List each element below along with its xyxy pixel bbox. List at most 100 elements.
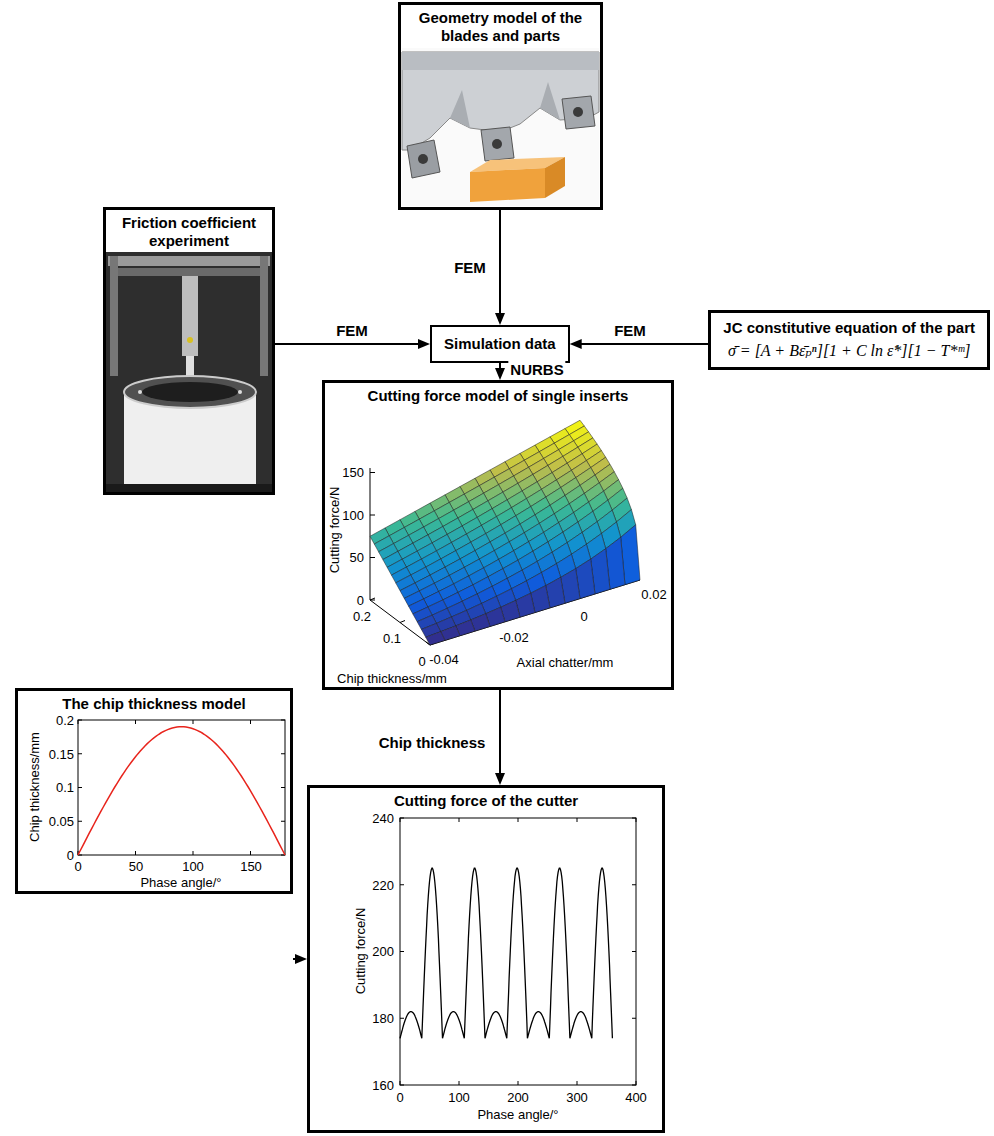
insert-hole	[573, 107, 583, 117]
plot-frame	[78, 720, 285, 855]
machine-frame	[108, 256, 270, 266]
z-axis	[370, 468, 371, 600]
tick	[518, 818, 519, 822]
tick	[281, 821, 285, 822]
tick	[636, 1081, 637, 1085]
tick-label: 220	[372, 878, 394, 893]
edge-label: Chip thickness	[377, 734, 488, 752]
connector	[499, 210, 501, 315]
cutter-shade	[402, 52, 599, 70]
edge-label: FEM	[452, 259, 488, 277]
tick-label: 50	[350, 550, 364, 565]
tick	[281, 720, 285, 721]
tick	[577, 818, 578, 822]
tick	[400, 818, 401, 822]
chip-thickness-curve	[78, 727, 285, 855]
edge-label: FEM	[612, 322, 648, 340]
tick	[78, 720, 79, 724]
connector	[275, 343, 420, 345]
tick-label: 400	[625, 1090, 647, 1105]
tick-label: 150	[240, 859, 262, 874]
tick	[459, 818, 460, 822]
box-title: JC constitutive equation of the part	[711, 313, 987, 337]
tick	[281, 753, 285, 754]
tick-label: 160	[372, 1078, 394, 1093]
axis-label: Phase angle/°	[140, 875, 221, 890]
friction-photo	[106, 252, 272, 492]
tick-label: -0.02	[499, 630, 529, 645]
tick	[135, 851, 136, 855]
connector	[580, 343, 709, 345]
tick	[400, 1081, 401, 1085]
tick-label: 0.05	[49, 814, 74, 829]
tick-label: 0	[74, 859, 81, 874]
axis-label: Phase angle/°	[477, 1107, 558, 1122]
box-title: Friction coefficient experiment	[106, 210, 272, 250]
tick	[193, 851, 194, 855]
tick-label: 0.2	[353, 609, 371, 624]
tick	[632, 1085, 636, 1086]
spindle	[182, 276, 198, 356]
tick-label: 0.15	[49, 747, 74, 762]
tick-label: 150	[342, 465, 364, 480]
axis-label: Cutting force/N	[353, 908, 368, 995]
geometry-box: Geometry model of the blades and parts	[398, 2, 603, 210]
photo-ground	[106, 252, 272, 492]
tick	[632, 884, 636, 885]
tick	[78, 821, 82, 822]
machine-post	[260, 256, 268, 376]
formula: σ̄ = [A + Bε̄ₚⁿ][1 + C ln ε̇*][1 − T*ᵐ]	[711, 337, 987, 367]
tick	[636, 818, 637, 822]
insert	[481, 127, 514, 161]
model-box: Cutting force model of single inserts	[322, 380, 674, 690]
tick	[400, 1018, 404, 1019]
arrowhead	[570, 339, 582, 349]
bolt	[138, 390, 142, 394]
box-title: Cutting force of the cutter	[310, 788, 662, 810]
box-title: Geometry model of the blades and parts	[401, 5, 600, 45]
tick-label: 0.1	[383, 631, 401, 646]
tick	[370, 557, 375, 558]
edge-label: NURBS	[508, 361, 565, 379]
tick	[250, 851, 251, 855]
tick	[370, 598, 375, 600]
screenshot-ground	[402, 48, 599, 206]
tick	[193, 720, 194, 724]
tick	[632, 1018, 636, 1019]
base	[106, 484, 272, 492]
axis-label: Cutting force/N	[327, 487, 342, 574]
tick-label: 0	[396, 1090, 403, 1105]
tick-label: 100	[182, 859, 204, 874]
cylinder-top	[124, 376, 256, 408]
workpiece-front	[470, 168, 545, 202]
edge-label: FEM	[334, 322, 370, 340]
tick	[518, 1081, 519, 1085]
marker-dot	[187, 337, 193, 343]
tick-label: 240	[372, 811, 394, 826]
bolt	[238, 390, 242, 394]
tick-label: 0	[67, 848, 74, 863]
tick	[632, 818, 636, 819]
process-box: Simulation data	[430, 325, 570, 363]
insert-hole	[492, 139, 502, 149]
tick	[78, 753, 82, 754]
tick-label: 200	[507, 1090, 529, 1105]
insert	[562, 96, 595, 129]
box-title: Cutting force model of single inserts	[325, 383, 671, 405]
disc	[142, 382, 238, 402]
axis-label: Chip thickness/mm	[337, 671, 447, 686]
tick	[400, 884, 404, 885]
tick-label: 100	[342, 508, 364, 523]
tick	[135, 720, 136, 724]
tick-label: 180	[372, 1011, 394, 1026]
tick	[370, 515, 375, 516]
surface-cell	[426, 632, 445, 645]
tick-label: 200	[372, 944, 394, 959]
tick-label: 50	[129, 859, 143, 874]
box-title: The chip thickness model	[18, 691, 290, 713]
geometry-illustration	[402, 48, 599, 206]
tick	[78, 720, 82, 721]
